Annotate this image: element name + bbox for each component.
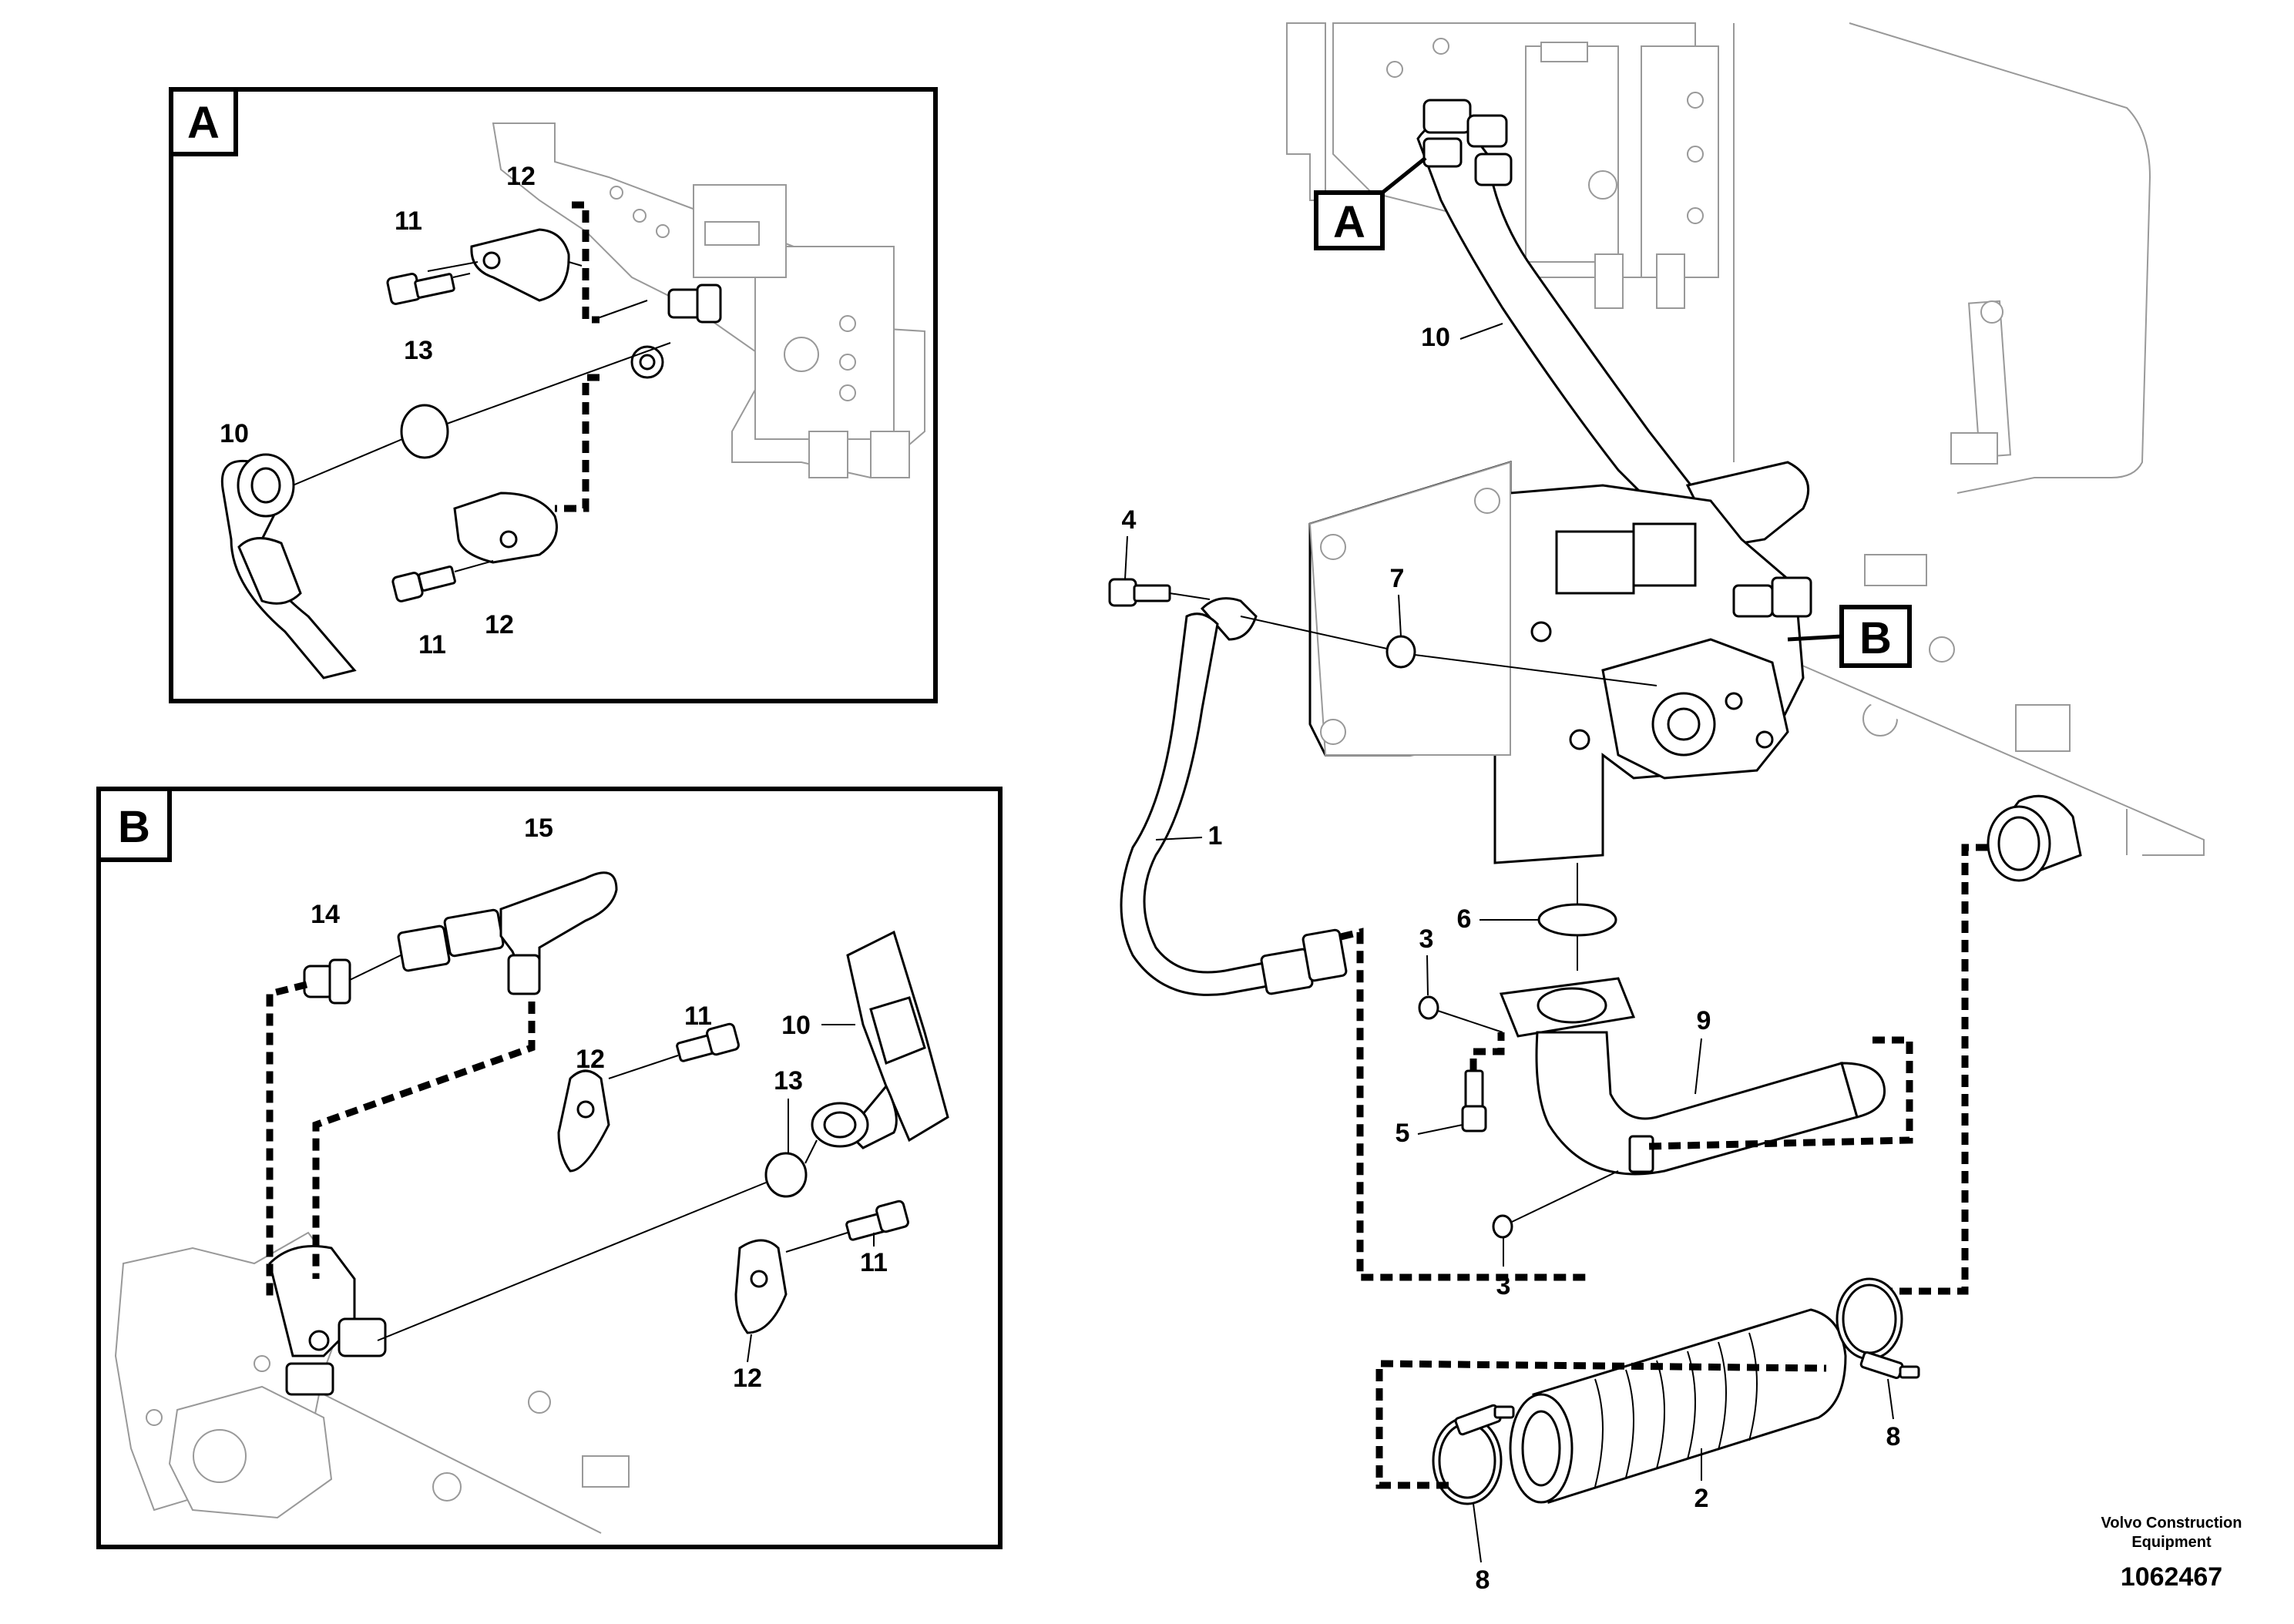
screw-5 bbox=[1461, 1069, 1487, 1132]
label-7: 7 bbox=[1390, 564, 1405, 593]
label-6: 6 bbox=[1457, 904, 1472, 934]
footer: Volvo Construction Equipment 1062467 bbox=[2101, 1515, 2242, 1592]
detail-b-letter: B bbox=[118, 802, 150, 852]
label-12-lower: 12 bbox=[485, 610, 514, 639]
o-ring-7 bbox=[1385, 635, 1416, 669]
label-15: 15 bbox=[524, 814, 553, 843]
detail-b: B bbox=[96, 787, 1003, 1549]
label-11-upper-b: 11 bbox=[684, 1002, 712, 1031]
o-ring-13-b bbox=[764, 1152, 808, 1198]
tank-port-fitting bbox=[1987, 794, 2082, 882]
brand-line-1: Volvo Construction bbox=[2101, 1515, 2242, 1532]
o-ring-3-lower bbox=[1492, 1214, 1513, 1239]
label-12-upper: 12 bbox=[506, 162, 536, 191]
o-ring-13 bbox=[400, 404, 449, 459]
hose-15 bbox=[397, 871, 618, 995]
label-8-right: 8 bbox=[1886, 1422, 1901, 1451]
callout-b-letter: B bbox=[1859, 613, 1892, 663]
label-13: 13 bbox=[404, 336, 433, 365]
screw-11-upper-b bbox=[676, 1022, 740, 1062]
split-flange-12-lower-b bbox=[734, 1239, 788, 1334]
leader-oring-to-port bbox=[446, 342, 671, 424]
hose-10 bbox=[220, 453, 357, 679]
document-number: 1062467 bbox=[2121, 1562, 2222, 1592]
leader-oring-to-pump bbox=[377, 1182, 767, 1341]
label-5: 5 bbox=[1396, 1119, 1410, 1148]
split-flange-12-lower bbox=[453, 492, 558, 564]
label-12-lower-b: 12 bbox=[733, 1364, 762, 1393]
label-12-upper-b: 12 bbox=[576, 1045, 605, 1074]
label-1: 1 bbox=[1208, 821, 1223, 851]
label-2: 2 bbox=[1694, 1484, 1709, 1513]
label-9: 9 bbox=[1697, 1006, 1711, 1035]
main-pump bbox=[1308, 460, 1812, 864]
elbow-9 bbox=[1499, 977, 1886, 1176]
callout-a-letter: A bbox=[1333, 197, 1365, 247]
label-11-upper: 11 bbox=[395, 206, 422, 236]
main-assembly: A B bbox=[1108, 22, 2205, 1595]
label-14: 14 bbox=[311, 900, 340, 929]
hose-10-b bbox=[811, 930, 949, 1149]
detail-b-letter-box bbox=[96, 787, 172, 862]
label-10-main: 10 bbox=[1421, 323, 1450, 352]
hose-2 bbox=[1509, 1308, 1847, 1504]
brand-line-2: Equipment bbox=[2131, 1534, 2212, 1551]
adapter-14 bbox=[303, 958, 351, 1005]
split-flange-12-upper bbox=[470, 228, 583, 302]
callout-a: A bbox=[1314, 156, 1427, 250]
hose-clamp-8-left bbox=[1432, 1404, 1515, 1505]
label-3-upper: 3 bbox=[1419, 924, 1434, 954]
detail-a: A bbox=[169, 87, 938, 703]
hydraulic-tank-ghost bbox=[1733, 22, 2205, 856]
hose-clamp-8-right bbox=[1836, 1277, 1920, 1380]
detail-a-letter-box bbox=[169, 87, 238, 156]
pipe-1 bbox=[1120, 597, 1348, 996]
screw-4 bbox=[1108, 578, 1171, 607]
label-10: 10 bbox=[220, 419, 249, 448]
screw-11-lower-b bbox=[845, 1200, 909, 1241]
label-4: 4 bbox=[1122, 505, 1137, 535]
label-3-lower: 3 bbox=[1496, 1271, 1511, 1300]
main-valve-ghost bbox=[1286, 22, 1719, 309]
o-ring-3-upper bbox=[1418, 995, 1439, 1020]
callout-b: B bbox=[1787, 605, 1912, 668]
hose-10-main bbox=[1416, 99, 1810, 549]
label-8-left: 8 bbox=[1476, 1565, 1490, 1595]
label-13-b: 13 bbox=[774, 1066, 803, 1096]
label-11-lower-b: 11 bbox=[860, 1248, 888, 1277]
label-11-lower: 11 bbox=[418, 630, 446, 659]
detail-a-letter: A bbox=[187, 98, 220, 148]
label-10-b: 10 bbox=[781, 1011, 811, 1040]
screw-11-lower bbox=[391, 565, 456, 602]
split-flange-12-upper-b bbox=[557, 1069, 610, 1173]
screw-11-upper bbox=[386, 273, 471, 305]
leader-pipe-to-oring bbox=[292, 438, 403, 486]
o-ring-6 bbox=[1537, 903, 1617, 937]
